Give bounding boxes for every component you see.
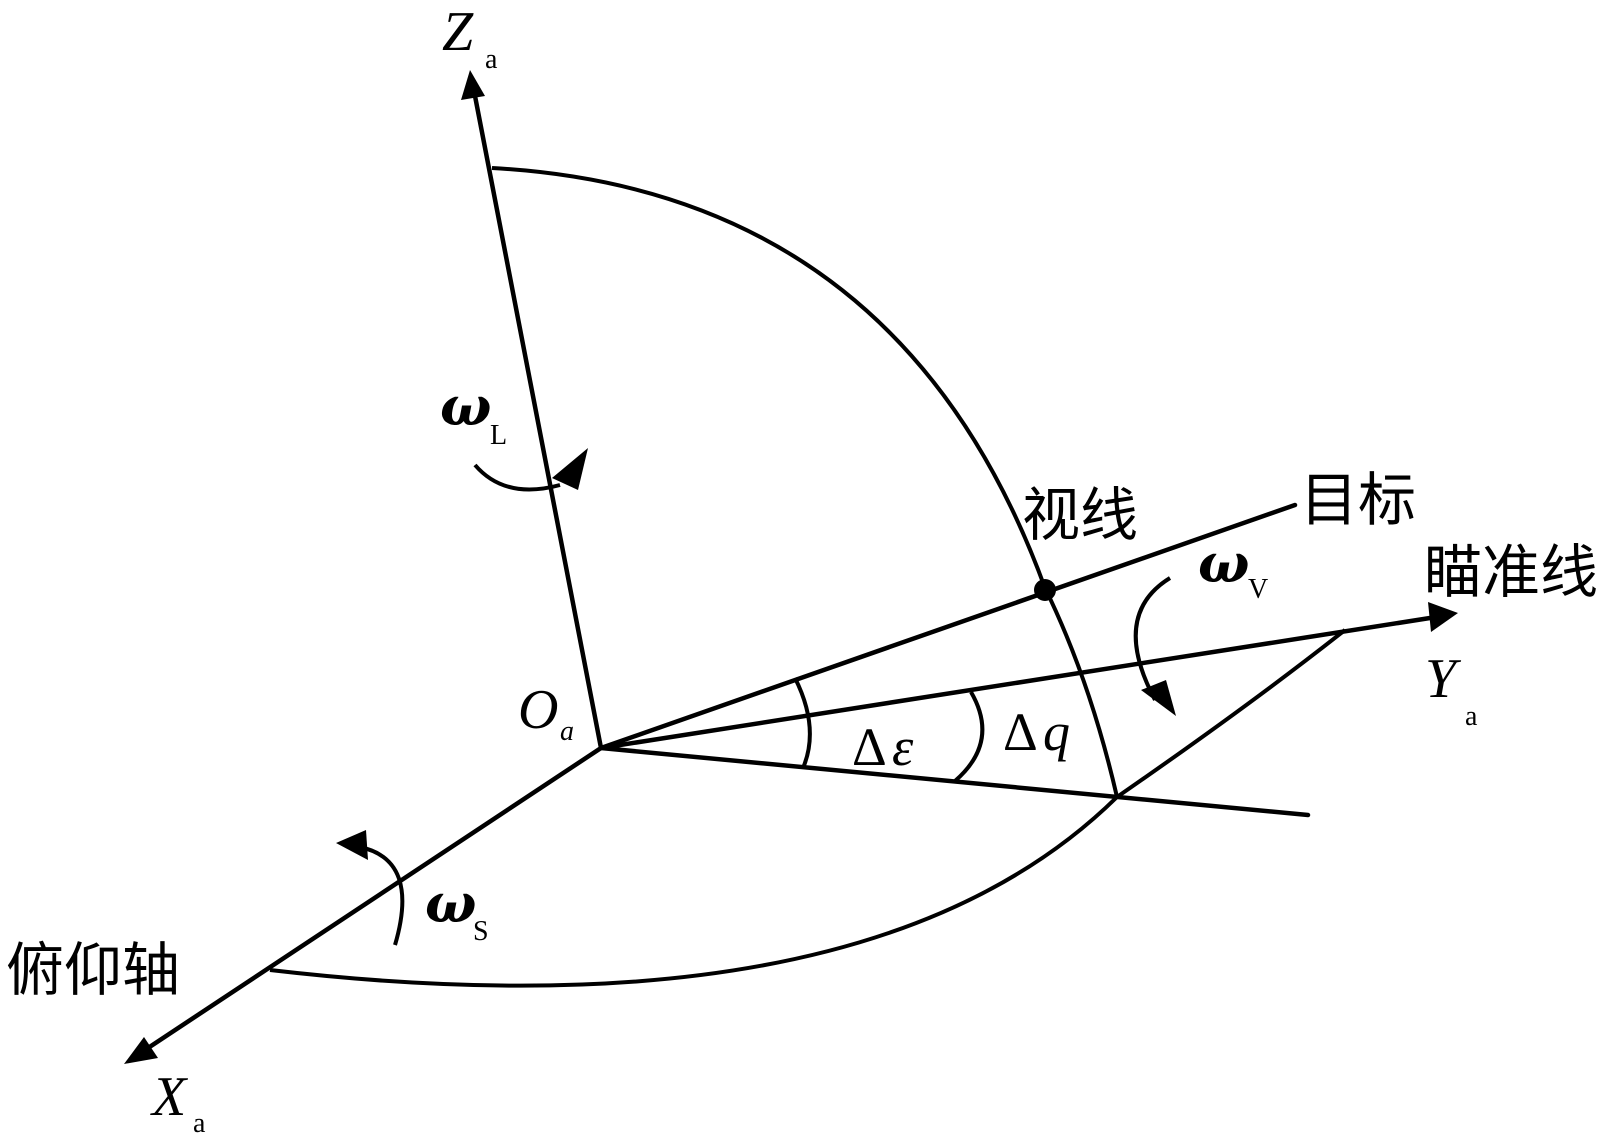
y-axis-aiming-line <box>598 615 1433 751</box>
aiming-line-label: 瞄准线 <box>1424 538 1598 606</box>
y-axis-label: Y <box>1425 648 1462 710</box>
omega-v-rotation-arc <box>1133 576 1172 701</box>
omega-s-subscript: S <box>473 916 489 947</box>
x-axis <box>145 745 604 1051</box>
line-of-sight <box>598 502 1298 751</box>
x-axis-arrowhead <box>124 1037 158 1064</box>
delta-q-arc <box>953 690 985 783</box>
delta-epsilon-symbol: ε <box>892 717 914 777</box>
origin-label: O <box>518 679 558 741</box>
delta-q-delta: Δ <box>1003 702 1038 762</box>
y-axis-subscript: a <box>1465 701 1478 732</box>
target-label: 目标 <box>1300 466 1416 534</box>
omega-s-symbol: ω <box>425 871 476 935</box>
line-of-sight-label: 视线 <box>1022 481 1138 549</box>
y-axis-arrowhead <box>1428 602 1458 632</box>
omega-l-symbol: ω <box>440 374 491 438</box>
delta-epsilon-delta: Δ <box>852 717 887 777</box>
omega-s-rotation-arc <box>359 845 405 946</box>
pitch-axis-label: 俯仰轴 <box>6 936 180 1004</box>
x-axis-label: X <box>150 1066 189 1128</box>
z-axis-subscript: a <box>485 44 498 75</box>
delta-q-symbol: q <box>1043 702 1070 762</box>
omega-l-subscript: L <box>490 420 507 451</box>
omega-v-subscript: V <box>1248 574 1268 605</box>
z-axis <box>472 93 604 751</box>
omega-l-rotation-arc <box>473 463 561 492</box>
target-point <box>1034 579 1056 601</box>
delta-epsilon-arc <box>793 677 812 769</box>
meridian-arc <box>1043 587 1119 798</box>
upper-arc <box>491 166 1047 589</box>
x-axis-subscript: a <box>193 1108 206 1136</box>
z-axis-label: Z <box>442 1 474 63</box>
omega-v-symbol: ω <box>1198 531 1249 595</box>
omega-s-rotation-arrowhead <box>336 830 368 860</box>
omega-v-rotation-arrowhead <box>1141 680 1176 716</box>
origin-subscript: a <box>560 716 574 747</box>
projection-line <box>598 745 1311 818</box>
z-axis-arrowhead <box>461 70 485 100</box>
omega-l-rotation-arrowhead <box>552 448 588 490</box>
lower-arc <box>269 628 1347 988</box>
